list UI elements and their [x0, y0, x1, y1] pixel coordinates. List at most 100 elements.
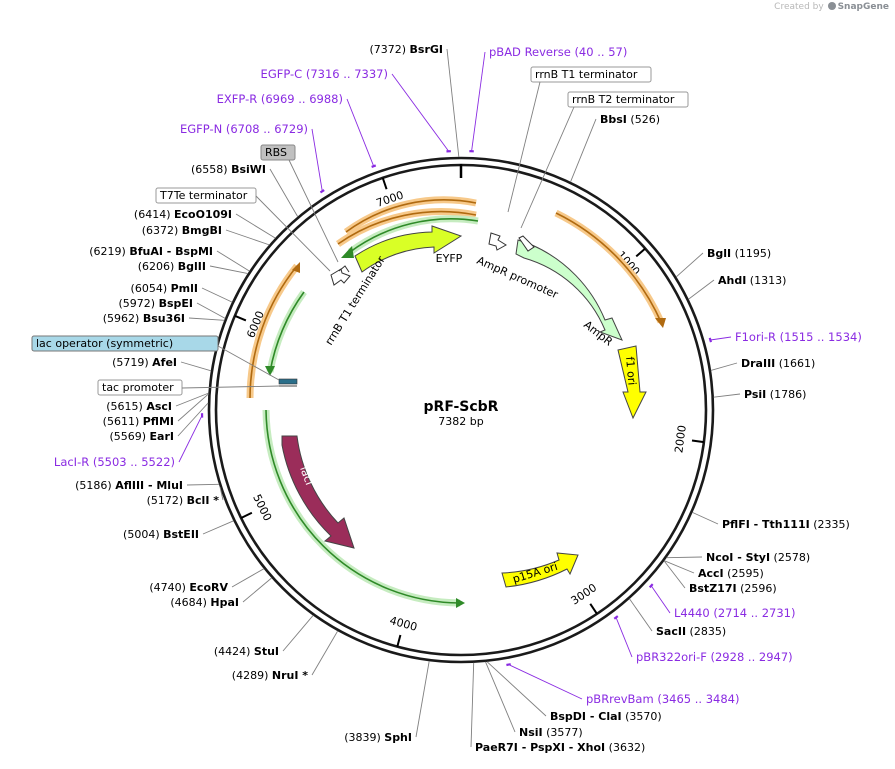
enzyme-leader [177, 393, 209, 422]
enzyme-leader [282, 615, 314, 652]
primer-label: L4440 (2714 .. 2731) [674, 606, 795, 620]
primer-leader [311, 128, 323, 192]
primer-leader [710, 336, 732, 341]
enzyme-leader [675, 252, 704, 278]
enzyme-site-label: (6054) PmlI [131, 282, 198, 295]
enzyme-site-label: AccI (2595) [698, 567, 764, 580]
enzyme-leader [470, 662, 475, 748]
plasmid-size: 7382 bp [438, 415, 483, 428]
tick-mark [381, 177, 388, 190]
snapgene-logo-icon [827, 2, 836, 10]
enzyme-site-label: PaeR7I - PspXI - XhoI (3632) [475, 741, 645, 754]
enzyme-site-label: NcoI - StyI (2578) [706, 551, 810, 564]
enzyme-leader [666, 556, 703, 559]
primer-bind-mark [648, 583, 654, 589]
enzyme-leader [311, 630, 339, 676]
enzyme-leader [713, 393, 741, 398]
orange-arc-left-arrowhead [292, 262, 300, 273]
enzyme-site-label: BglI (1195) [707, 247, 771, 260]
enzyme-site-label: BspDI - ClaI (3570) [550, 710, 662, 723]
tick-mark [589, 603, 598, 615]
feature-label-eyfp: EYFP [436, 252, 463, 265]
primer-bind-mark [371, 164, 377, 168]
rrnb-terminator-arrow-left [330, 268, 351, 286]
enzyme-site-label: (6372) BmgBI [142, 224, 222, 237]
feature-label-laci: lacI [297, 465, 316, 487]
enzyme-leader [415, 660, 430, 738]
tick-mark [396, 634, 402, 647]
enzyme-leader [188, 317, 225, 321]
enzyme-site-label: (5611) PflMI [103, 415, 174, 428]
enzyme-site-label: (5004) BstEII [123, 528, 199, 541]
primer-lines [178, 51, 732, 700]
orange-arc-right [554, 209, 665, 324]
lac-operator-mark [278, 378, 298, 385]
enzyme-leader [664, 560, 695, 574]
feature-label-rrnb-t1: rrnB T1 terminator [323, 254, 389, 348]
feature-arcs [246, 196, 666, 608]
laci-arrow [281, 435, 355, 549]
enzyme-site-label: (7372) BsrGI [369, 43, 443, 56]
eyfp-arrow [354, 225, 463, 273]
primer-bind-mark [506, 663, 511, 667]
enzyme-site-label: BbsI (526) [600, 113, 660, 126]
feature-label-f1-ori: f1 ori [623, 356, 638, 386]
primer-leader [471, 51, 486, 152]
enzyme-site-label: (5972) BspEI [119, 297, 194, 310]
backbone-outer-ring [207, 156, 715, 664]
enzyme-leader [486, 661, 547, 717]
boxed-label-rbs: RBS [260, 144, 339, 263]
primer-leader [346, 98, 375, 167]
enzyme-site-label: (6206) BglII [138, 260, 206, 273]
primer-label: pBRrevBam (3465 .. 3484) [586, 692, 739, 706]
enzyme-site-label: (4289) NruI * [232, 669, 308, 682]
enzyme-leader [688, 279, 715, 300]
primer-bind-mark [613, 615, 619, 620]
boxed-label-lac-operator-text: lac operator (symmetric) [36, 337, 173, 350]
primer-label: pBR322ori-F (2928 .. 2947) [636, 650, 793, 664]
enzyme-site-label: (5962) Bsu36I [103, 312, 185, 325]
tick-mark [240, 511, 253, 519]
boxed-label-rrnb-t1: rrnB T1 terminator [507, 66, 652, 213]
green-arc-top-line [349, 218, 479, 253]
boxed-label-lac-operator: lac operator (symmetric) [31, 335, 280, 381]
enzyme-site-label: (6219) BfuAI - BspMI [89, 245, 213, 258]
boxed-label-tac-promoter: tac promoter [97, 379, 280, 396]
primer-bind-mark [319, 189, 325, 194]
enzyme-leader [177, 402, 209, 437]
enzyme-leader [216, 250, 250, 272]
green-arc-bottom-arrowhead [456, 598, 465, 608]
enzyme-site-label: (6414) EcoO109I [134, 208, 232, 221]
tick-label: 2000 [672, 424, 689, 453]
enzyme-leader [235, 213, 276, 239]
enzyme-site-label: (4740) EcoRV [149, 581, 228, 594]
enzyme-site-label: DraIII (1661) [741, 357, 815, 370]
orange-arc-right-line [555, 212, 662, 323]
primer-label: EXFP-R (6969 .. 6988) [217, 92, 343, 106]
enzyme-site-label: (3839) SphI [344, 731, 412, 744]
enzyme-site-label: PsiI (1786) [744, 388, 806, 401]
enzyme-site-label: (5569) EarI [109, 430, 174, 443]
enzyme-leader [570, 118, 597, 183]
primer-leader [391, 73, 450, 152]
enzyme-site-label: PflFI - Tth111I (2335) [722, 518, 850, 531]
enzyme-leader [180, 361, 212, 372]
enzyme-site-label: SacII (2835) [656, 625, 726, 638]
tick-label: 5000 [250, 492, 274, 523]
primer-label: LacI-R (5503 .. 5522) [54, 455, 175, 469]
boxed-label-rrnb-t2: rrnB T2 terminator [520, 91, 689, 229]
tick-label: 4000 [388, 614, 418, 634]
snapgene-credit: Created by SnapGene [774, 2, 889, 12]
tick-mark [234, 314, 247, 322]
boxed-label-rrnb-t2-text: rrnB T2 terminator [572, 93, 675, 106]
tick-mark [635, 247, 646, 258]
plasmid-name: pRF-ScbR [424, 399, 499, 415]
credit-prefix: Created by [774, 2, 824, 12]
primer-leader [508, 664, 583, 700]
enzyme-leader [269, 168, 299, 217]
enzyme-site-label: (5615) AscI [106, 400, 172, 413]
tick-mark [691, 439, 705, 444]
boxed-label-rrnb-t1-text: rrnB T1 terminator [535, 68, 638, 81]
enzyme-site-label: (5719) AfeI [112, 356, 177, 369]
